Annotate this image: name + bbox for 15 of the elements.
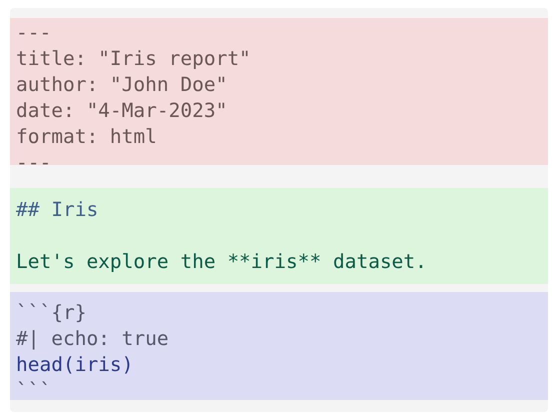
code-line: Let's explore the **iris** dataset.	[16, 249, 427, 275]
code-line: ## Iris	[16, 197, 98, 223]
code-line: date: "4-Mar-2023"	[16, 98, 228, 124]
code-line: #| echo: true	[16, 326, 169, 352]
code-line: ---	[16, 150, 52, 176]
code-line: format: html	[16, 124, 157, 150]
code-chunk-block	[10, 292, 548, 400]
yaml-header-block	[10, 18, 548, 165]
code-line: author: "John Doe"	[16, 72, 228, 98]
code-line: ```{r}	[16, 300, 86, 326]
code-line: head(iris)	[16, 352, 134, 378]
code-line: ```	[16, 378, 52, 404]
code-line: ---	[16, 20, 52, 46]
code-line: title: "Iris report"	[16, 46, 251, 72]
markdown-block	[10, 188, 548, 284]
